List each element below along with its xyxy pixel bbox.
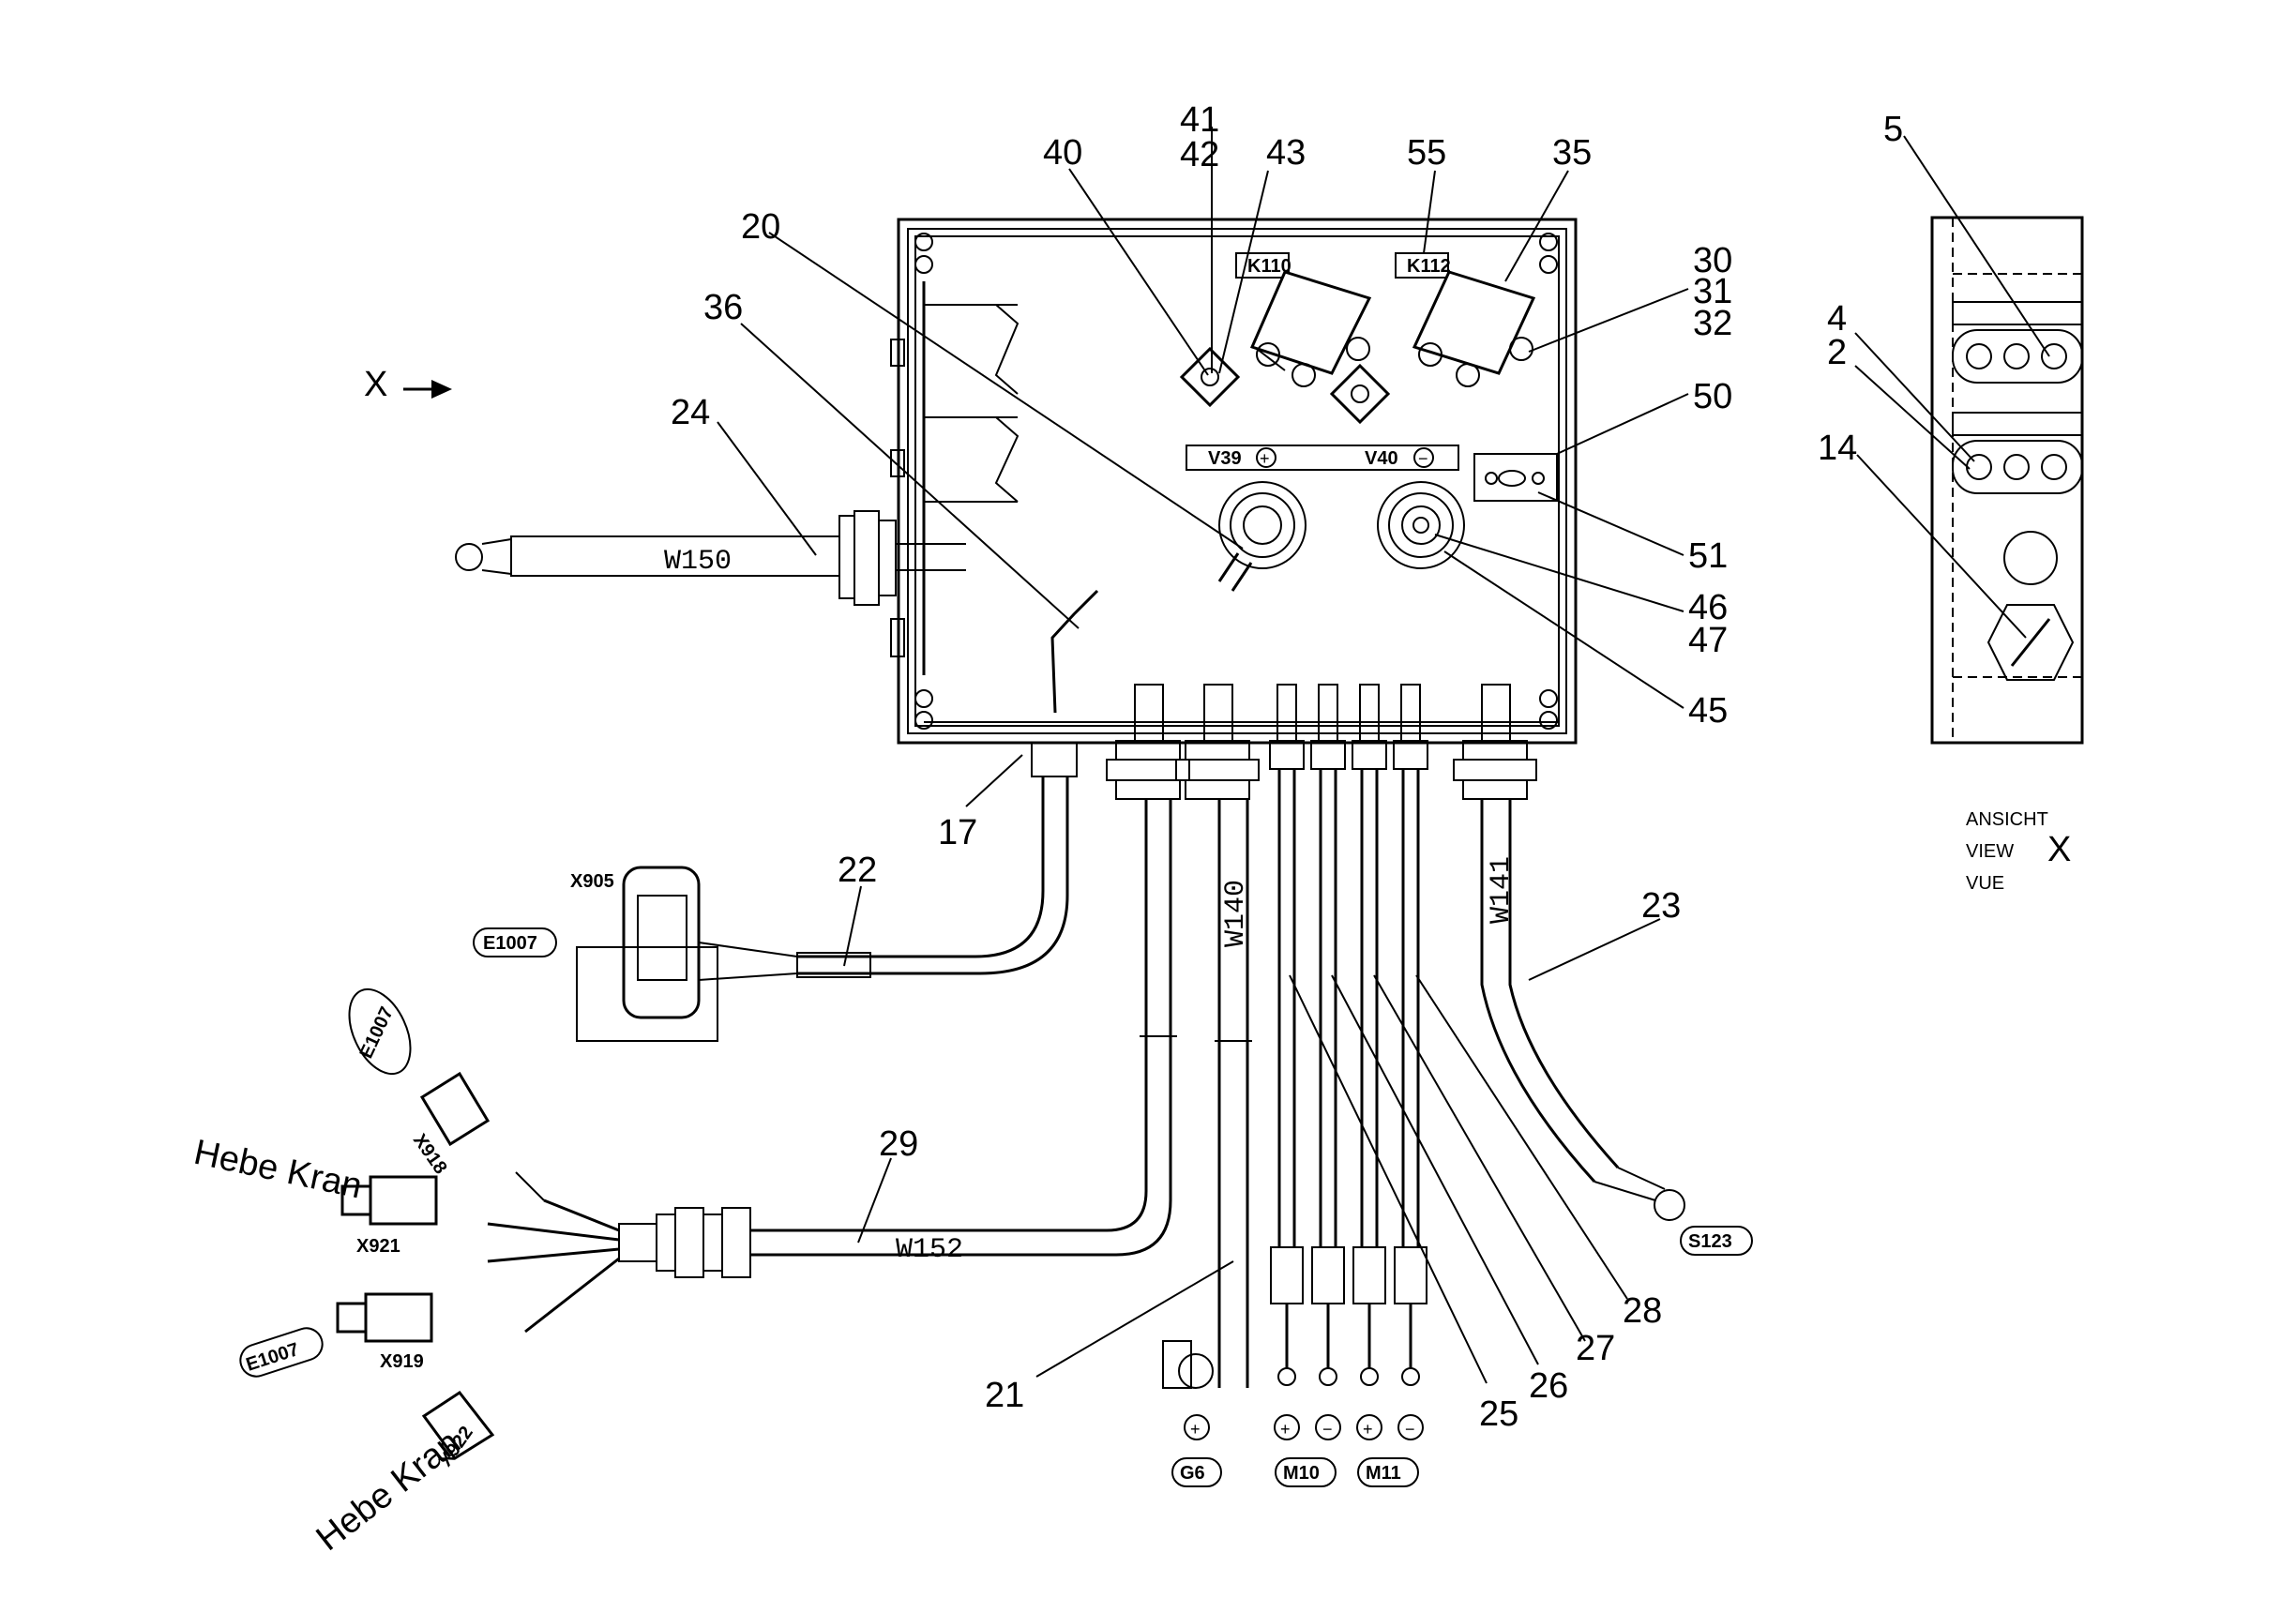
cable-22 [796,776,1069,978]
svg-text:+: + [1260,449,1270,468]
terminal-v39-label: V39 [1208,448,1242,469]
callout-4: 4 [1827,299,1847,339]
stud-bolt-left [1217,481,1307,592]
callout-26: 26 [1529,1366,1568,1406]
connector-x921-label: X921 [356,1236,400,1257]
connector-x918: X918 [409,1071,491,1178]
connector-e1007-b: E1007 [348,987,412,1076]
connector-e1007-a: E1007 [473,927,557,957]
relay-k112-label: K112 [1407,256,1451,277]
callout-24: 24 [671,393,710,432]
callout-31: 31 [1693,272,1732,311]
connector-x905-label: X905 [570,871,614,892]
callout-23: 23 [1641,886,1681,926]
destination-g6-label: G6 [1180,1463,1205,1484]
side-view-x [1930,216,2084,745]
connector-hebe-kran-2-label: Hebe Kran [310,1423,468,1559]
destination-labels: + + − + − G6 M10 M11 S123 [1171,1226,1753,1487]
cable-w141: W141 [1480,799,1685,1221]
destination-m10-label: M10 [1283,1463,1320,1484]
svg-text:+: + [1190,1420,1201,1439]
callout-46: 46 [1688,588,1728,627]
terminal-strip: V39 + V40 − [1186,445,1459,471]
motor-wires [1270,769,1427,1386]
callout-36: 36 [703,288,743,327]
connector-hebe-kran-1-label: Hebe Kran [190,1133,365,1207]
svg-text:−: − [1418,449,1428,468]
cable-w141-label: W141 [1486,856,1518,924]
view-arrow-label: X [364,365,387,404]
destination-s123-label: S123 [1688,1231,1732,1252]
terminal-v40-label: V40 [1365,448,1398,469]
cable-w140: W140 [1162,799,1252,1389]
view-caption-line1: ANSICHT [1966,809,2048,830]
relay-k112: K112 [1395,252,1536,387]
destination-m11-label: M11 [1366,1463,1401,1484]
connector-x919-label: X919 [380,1351,424,1372]
cable-w150-label: W150 [664,546,732,578]
cable-w152-label: W152 [896,1234,963,1266]
cable-w150: W150 [455,510,966,606]
callout-numbers: 41 42 40 43 55 35 20 36 30 31 32 50 24 5… [671,100,1903,1434]
connector-e1007-a-label: E1007 [483,933,537,954]
callout-42: 42 [1180,135,1219,174]
svg-text:+: + [1280,1420,1291,1439]
din-rail [1473,453,1558,502]
callout-35: 35 [1552,133,1592,173]
callout-20: 20 [741,207,780,247]
callout-22: 22 [838,851,877,890]
relay-k110: K110 [1235,252,1372,387]
connector-e1007-b-label: E1007 [356,1003,398,1062]
relay-k110-label: K110 [1247,256,1292,277]
view-arrow: X [364,365,452,404]
callout-17: 17 [938,813,977,852]
callout-50: 50 [1693,377,1732,416]
svg-text:−: − [1322,1420,1333,1439]
callout-51: 51 [1688,536,1728,576]
stud-bolt-right [1377,481,1465,569]
callout-14: 14 [1818,429,1857,468]
callout-30: 30 [1693,241,1732,280]
main-enclosure [890,218,1578,745]
callout-5: 5 [1883,110,1903,149]
connector-x919: X919 [336,1292,433,1372]
diode-block-left [1179,346,1241,408]
callout-32: 32 [1693,304,1732,343]
view-caption-line3: VUE [1966,873,2004,894]
diode-block-right [1329,363,1391,425]
view-caption: ANSICHT VIEW X VUE [1966,809,2071,894]
callout-2: 2 [1827,333,1847,372]
cable-w140-label: W140 [1220,880,1252,947]
callout-47: 47 [1688,621,1728,660]
view-caption-letter: X [2047,830,2071,869]
connector-x921: Hebe Kran X921 [190,1133,438,1257]
connector-x905: X905 [570,866,798,1042]
cable-glands [1031,684,1537,800]
callout-25: 25 [1479,1394,1518,1434]
svg-text:+: + [1363,1420,1373,1439]
callout-55: 55 [1407,133,1446,173]
callout-29: 29 [879,1124,918,1164]
callout-40: 40 [1043,133,1082,173]
cable-w152: W152 [487,799,1177,1334]
leader-lines [717,127,2050,1384]
view-caption-line2: VIEW [1966,841,2014,862]
callout-43: 43 [1266,133,1306,173]
callout-41: 41 [1180,100,1219,140]
callout-21: 21 [985,1376,1024,1415]
callout-28: 28 [1623,1291,1662,1331]
connector-x922: X922 Hebe Kran [310,1390,495,1559]
callout-27: 27 [1576,1329,1615,1368]
callout-45: 45 [1688,691,1728,731]
connector-e1007-c: E1007 [239,1327,324,1378]
svg-text:−: − [1405,1420,1415,1439]
wire-36 [1050,589,1099,714]
